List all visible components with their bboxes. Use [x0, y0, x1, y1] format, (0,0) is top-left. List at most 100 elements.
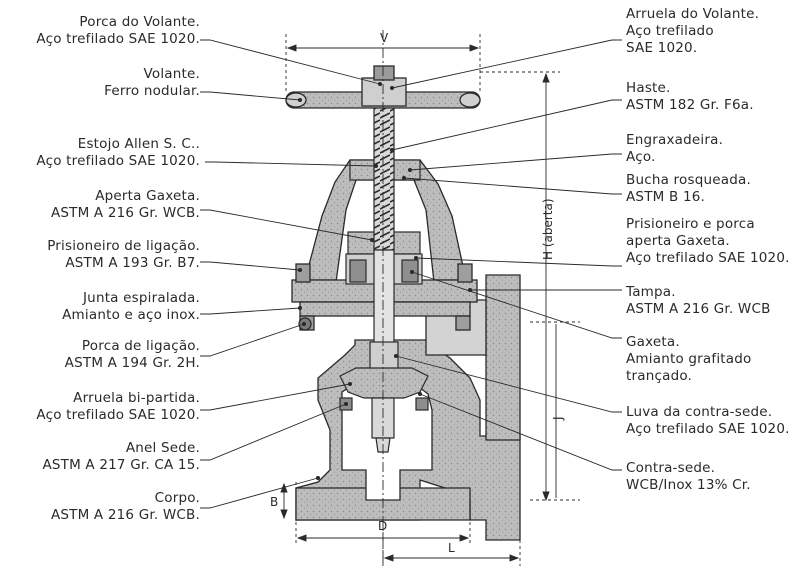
dim-j: J [551, 416, 565, 421]
dimension-labels: V H (aberta) J B D L [270, 31, 565, 555]
label-corpo: Corpo. ASTM A 216 Gr. WCB. [51, 490, 200, 524]
label-estojo-allen: Estojo Allen S. C.. Aço trefilado SAE 10… [36, 136, 200, 170]
label-line: Bucha rosqueada. [626, 172, 751, 188]
leader-dot [343, 401, 349, 407]
leader-dot [347, 381, 353, 387]
dim-b: B [270, 495, 278, 509]
leader-dot [297, 305, 303, 311]
label-prisioneiro-ligacao: Prisioneiro de ligação. ASTM A 193 Gr. B… [47, 238, 200, 272]
leader-line [200, 383, 351, 411]
label-line: Aço trefilado SAE 1020. [36, 31, 200, 47]
label-junta-espiralada: Junta espiralada. Amianto e aço inox. [62, 290, 200, 324]
label-line: ASTM A 216 Gr. WCB [626, 301, 771, 317]
leader-line [391, 39, 622, 89]
label-line: ASTM A 216 Gr. WCB. [50, 507, 200, 523]
leader-dot [315, 475, 321, 481]
leader-line [205, 161, 377, 167]
label-line: Aço trefilado SAE 1020. [626, 250, 790, 266]
leader-line [403, 177, 622, 195]
label-porca-volante: Porca do Volante. Aço trefilado SAE 1020… [36, 14, 200, 48]
label-line: Aperta Gaxeta. [95, 188, 200, 204]
label-line: Haste. [626, 80, 671, 96]
label-line: Engraxadeira. [626, 132, 724, 148]
label-line: SAE 1020. [626, 40, 698, 56]
label-line: WCB/Inox 13% Cr. [626, 477, 751, 493]
label-line: Gaxeta. [626, 334, 680, 350]
label-line: Aço trefilado [626, 23, 714, 39]
label-line: ASTM A 194 Gr. 2H. [64, 355, 200, 371]
label-line: Arruela do Volante. [626, 6, 760, 22]
label-line: Tampa. [626, 284, 676, 300]
dim-v: V [380, 31, 389, 45]
label-line: Aço trefilado SAE 1020. [36, 153, 200, 169]
leader-dot [297, 267, 303, 273]
stem [369, 99, 399, 373]
leader-dot [377, 81, 383, 87]
leader-lines [200, 39, 622, 509]
leader-line [419, 393, 622, 471]
label-line: aperta Gaxeta. [626, 233, 730, 249]
leader-line [200, 307, 301, 315]
leader-dot [301, 321, 307, 327]
leader-dot [389, 147, 395, 153]
leader-line [200, 209, 373, 241]
leader-line [391, 99, 622, 151]
label-line: ASTM 182 Gr. F6a. [626, 97, 754, 113]
leader-dot [413, 255, 419, 261]
label-engraxadeira: Engraxadeira. Aço. [626, 132, 723, 166]
label-line: Aço. [626, 149, 656, 165]
label-line: Amianto e aço inox. [62, 307, 200, 323]
dimension-lines [280, 30, 580, 566]
label-line: Luva da contra-sede. [626, 404, 773, 420]
leader-line [415, 257, 622, 267]
label-tampa: Tampa. ASTM A 216 Gr. WCB [626, 284, 771, 318]
label-line: Amianto grafitado [626, 351, 752, 367]
label-line: Aço trefilado SAE 1020. [36, 407, 200, 423]
label-line: trançado. [626, 368, 693, 384]
leader-line [411, 271, 622, 339]
label-haste: Haste. ASTM 182 Gr. F6a. [626, 80, 754, 114]
label-gaxeta: Gaxeta. Amianto grafitado trançado. [626, 334, 752, 385]
leader-line [200, 261, 301, 271]
dim-d: D [378, 519, 387, 533]
label-line: Porca de ligação. [81, 338, 200, 354]
label-luva-contra-sede: Luva da contra-sede. Aço trefilado SAE 1… [626, 404, 790, 438]
label-line: Estojo Allen S. C.. [77, 136, 200, 152]
label-arruela-volante: Arruela do Volante. Aço trefilado SAE 10… [626, 6, 759, 57]
label-line: ASTM B 16. [626, 189, 706, 205]
leader-dot [417, 391, 423, 397]
label-line: Porca do Volante. [79, 14, 200, 30]
label-anel-sede: Anel Sede. ASTM A 217 Gr. CA 15. [42, 440, 200, 474]
leader-dot [407, 167, 413, 173]
leader-line [200, 477, 319, 509]
leader-dot [401, 175, 407, 181]
label-line: Aço trefilado SAE 1020. [626, 421, 790, 437]
leader-line [200, 403, 347, 461]
label-line: Prisioneiro de ligação. [47, 238, 200, 254]
leader-dot [409, 269, 415, 275]
label-line: Volante. [143, 66, 200, 82]
leader-line [200, 91, 301, 101]
leader-line [200, 39, 381, 85]
label-arruela-bipartida: Arruela bi-partida. Aço trefilado SAE 10… [36, 390, 200, 424]
leader-dot [373, 163, 379, 169]
label-bucha-rosqueada: Bucha rosqueada. ASTM B 16. [626, 172, 751, 206]
label-porca-ligacao: Porca de ligação. ASTM A 194 Gr. 2H. [65, 338, 200, 372]
leader-line [200, 323, 305, 357]
label-contra-sede: Contra-sede. WCB/Inox 13% Cr. [626, 460, 751, 494]
leader-dot [297, 97, 303, 103]
dim-h: H (aberta) [541, 198, 555, 260]
label-line: Corpo. [154, 490, 200, 506]
leader-line [409, 153, 622, 171]
leader-line [395, 355, 622, 413]
label-line: Arruela bi-partida. [73, 390, 200, 406]
label-volante: Volante. Ferro nodular. [104, 66, 200, 100]
label-line: ASTM A 217 Gr. CA 15. [42, 457, 200, 473]
dim-l: L [448, 541, 455, 555]
label-line: ASTM A 216 Gr. WCB. [50, 205, 200, 221]
label-line: Contra-sede. [626, 460, 716, 476]
label-line: Anel Sede. [125, 440, 200, 456]
leader-dot [393, 353, 399, 359]
label-line: Ferro nodular. [104, 83, 200, 99]
